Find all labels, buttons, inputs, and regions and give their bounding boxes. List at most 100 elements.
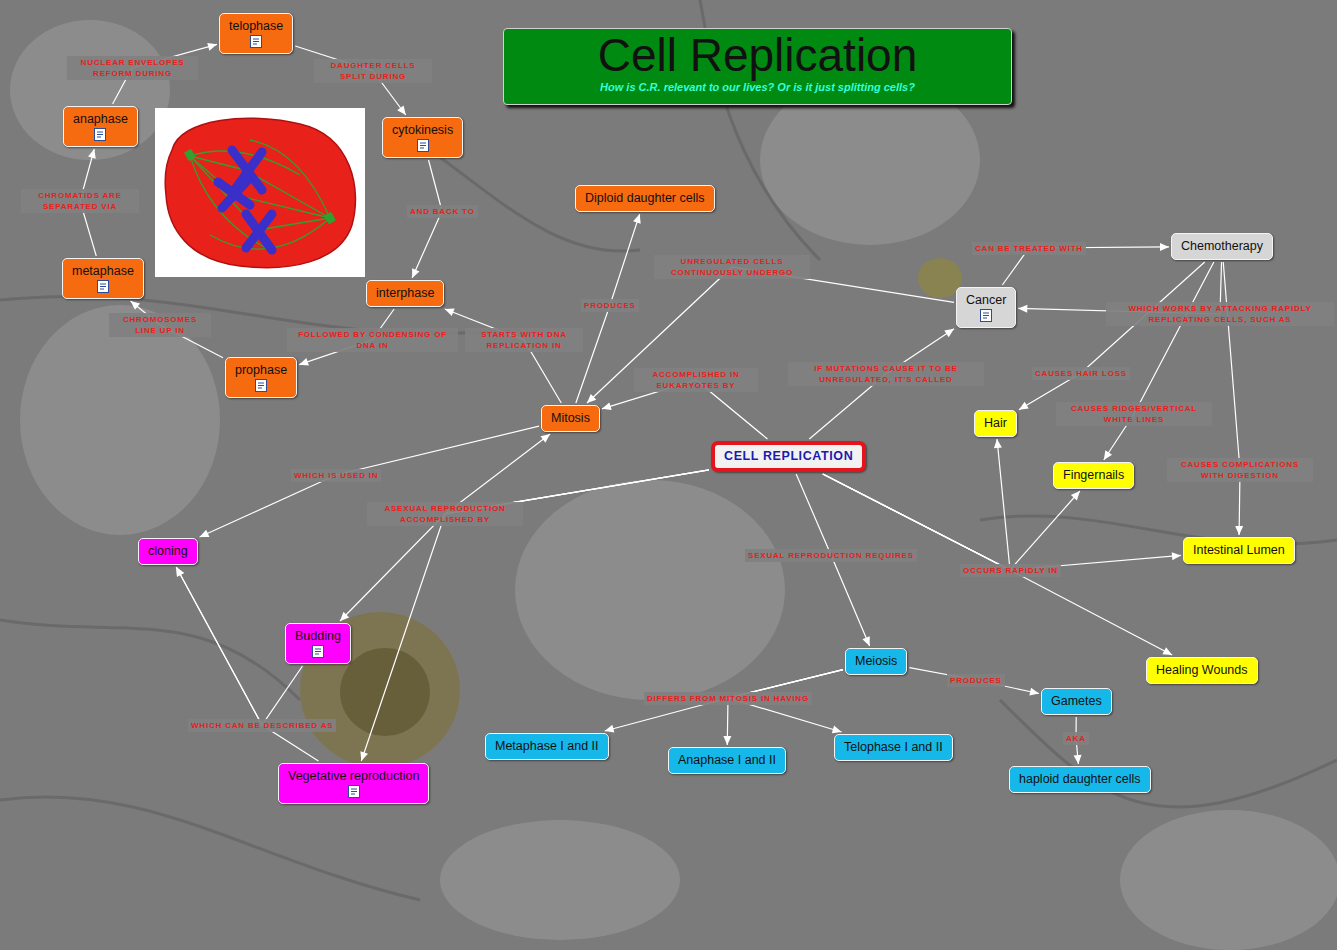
concept-box: Diploid daughter cells [575,185,715,212]
arrow-head [360,751,368,761]
arrow-head [88,149,96,159]
link-connector [576,214,641,403]
concept-text: cytokinesis [392,123,453,138]
concept-box: Fingernails [1053,462,1134,489]
linking-phrase: FOLLOWED BY CONDENSING OF DNA IN [287,328,458,352]
cell-body [165,118,355,267]
fibroblast-streaks [0,0,1337,900]
arrow-head [1074,755,1082,764]
arrow-head [723,736,731,745]
link-line [445,309,561,403]
link-line [1104,262,1214,460]
link-connector [1104,262,1214,460]
linking-phrase: CAUSES HAIR LOSS [1032,367,1130,380]
link-connector [340,470,709,621]
concept-text: Intestinal Lumen [1193,543,1285,558]
linking-phrase: AND BACK TO [407,205,478,218]
concept-box: telophase [219,13,293,54]
link-connector [605,670,843,733]
chromosomes [218,150,272,250]
arrow-head [176,567,184,577]
link-connector [1019,262,1205,410]
arrow-head [131,301,141,310]
linking-phrase: PRODUCES [581,299,639,312]
linking-phrase: ACCOMPLISHED IN EUKARYOTES BY [634,368,758,392]
concept-text: Mitosis [551,411,590,426]
link-line [605,670,843,731]
concept-text: anaphase [73,112,128,127]
linking-phrase: UNREGULATED CELLS CONTINUOUSLY UNDERGO [654,255,810,279]
mitosis-illustration [155,108,365,277]
arrow-head [944,329,954,337]
cell-colonies [10,20,1337,950]
linking-phrase: DAUGHTER CELLS SPLIT DURING [314,59,432,83]
arrow-head [832,726,842,734]
concept-box: Budding [285,623,351,664]
linking-phrase: AKA [1063,732,1089,745]
concept-box: interphase [366,280,444,307]
arrow-head [207,43,217,51]
concept-text: metaphase [72,264,134,279]
linking-phrase: CAN BE TREATED WITH [972,242,1086,255]
note-icon [255,379,267,392]
link-connector [176,567,302,725]
arrow-head [1019,402,1029,410]
concept-box: Mitosis [541,405,600,432]
concept-box: cloning [138,538,198,565]
arrow-head [1235,526,1243,535]
arrow-head [633,214,641,224]
arrow-head [412,268,419,278]
note-icon [250,35,262,48]
concept-box: prophase [225,357,297,398]
linking-phrase: WHICH IS USED IN [291,469,381,482]
concept-box: cytokinesis [382,117,463,158]
concept-box: Chemotherapy [1171,233,1273,260]
note-icon [348,785,360,798]
link-connector [909,668,1039,696]
note-icon [312,645,324,658]
link-line [176,567,302,725]
concept-text: Healing Wounds [1156,663,1248,678]
linking-phrase: IF MUTATIONS CAUSE IT TO BE UNREGULATED,… [788,362,984,386]
arrow-head [445,309,455,316]
linking-phrase: CAUSES COMPLICATIONS WITH DIGESTION [1167,458,1313,482]
link-connector [445,309,561,403]
subtitle: How is C.R. relevant to our lives? Or is… [504,81,1011,93]
link-line [340,470,709,621]
linking-phrase: CHROMATIDS ARE SEPARATED VIA [21,189,139,213]
arrow-head [397,105,406,115]
arrow-head [1104,450,1112,460]
linking-phrase: SEXUAL REPRODUCTION REQUIRES [745,549,917,562]
concept-box: Anaphase I and II [668,747,786,774]
concept-text: haploid daughter cells [1019,772,1141,787]
link-line [909,668,1039,694]
linking-phrase: ASEXUAL REPRODUCTION ACCOMPLISHED BY [367,502,523,526]
concept-box: Healing Wounds [1146,657,1258,684]
linking-phrase: OCCURS RAPIDLY IN [960,564,1061,577]
linking-phrase: CAUSES RIDGES/VERTICAL WHITE LINES [1056,402,1212,426]
linking-phrase: PRODUCES [947,674,1005,687]
concept-box: anaphase [63,106,138,147]
linking-phrase: WHICH WORKS BY ATTACKING RAPIDLY REPLICA… [1106,302,1334,326]
linking-phrase: CHROMOSOMES LINE UP IN [109,313,211,337]
link-line [576,214,640,403]
arrow-head [1029,688,1039,696]
concept-text: interphase [376,286,434,301]
illustration-frame [155,108,365,277]
concept-box: metaphase [62,258,144,299]
arrow-head [994,439,1002,448]
concept-box: Metaphase I and II [485,733,609,760]
concept-text: Hair [984,416,1007,431]
concept-box: Hair [974,410,1017,437]
central-concept: CELL REPLICATION [711,441,866,472]
concept-text: Meiosis [855,654,897,669]
concept-box: Vegetative reproduction [278,763,429,804]
link-connector [723,670,843,745]
arrow-head [340,612,349,621]
arrow-head [602,402,612,410]
concept-text: cloning [148,544,188,559]
concept-text: Budding [295,629,341,644]
